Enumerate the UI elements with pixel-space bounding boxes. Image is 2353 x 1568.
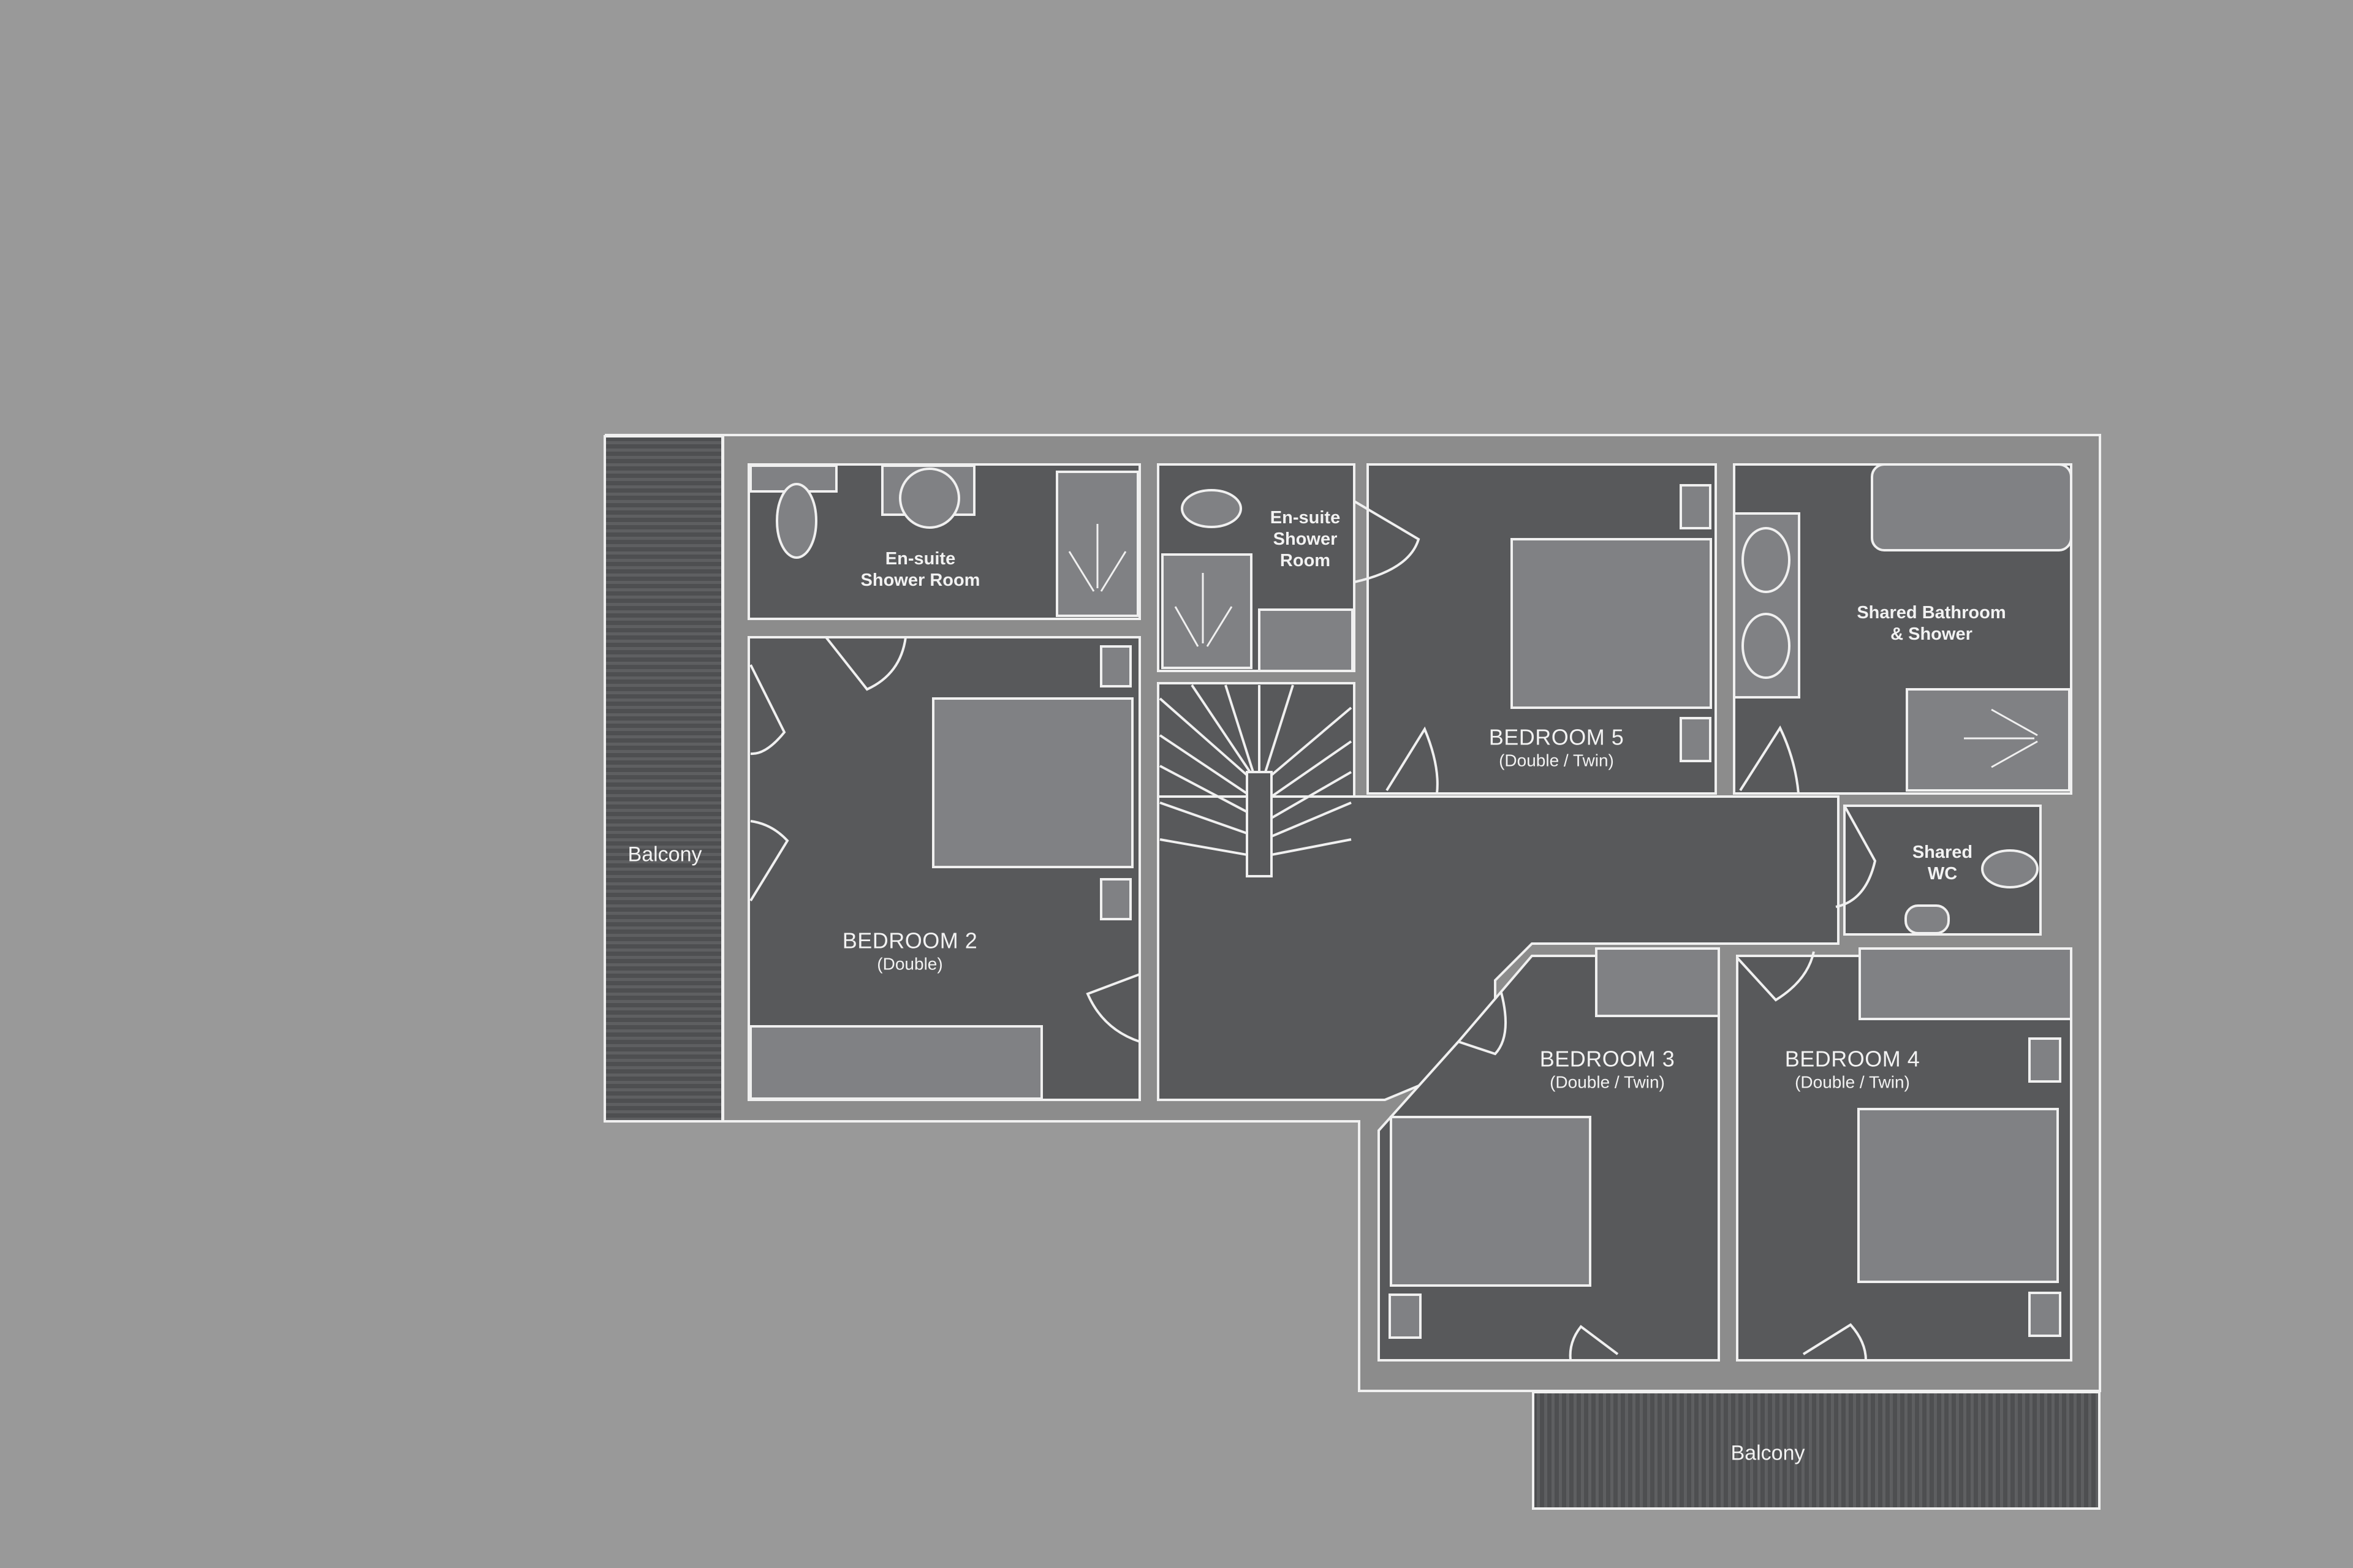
label-line: Shared [1912, 843, 1973, 863]
balcony-west [604, 435, 724, 1123]
balcony-south [1532, 1391, 2101, 1510]
basin-icon [899, 468, 960, 529]
bedside-table [1100, 645, 1132, 687]
wardrobe [1595, 947, 1720, 1017]
room-subtitle: (Double) [877, 954, 943, 974]
bedside-table [1680, 717, 1711, 762]
room-shared-wc [1843, 805, 2042, 936]
bedside-table [2028, 1037, 2061, 1083]
label-line: & Shower [1890, 624, 1972, 644]
toilet-icon [776, 483, 817, 559]
bedside-table [1680, 484, 1711, 529]
room-title: BEDROOM 4 [1784, 1046, 1920, 1072]
label-line: En-suite [885, 549, 956, 569]
room-landing [1157, 795, 1840, 1101]
toilet-icon [1181, 489, 1242, 528]
bedside-table [2028, 1292, 2061, 1337]
basin-icon [1741, 527, 1790, 593]
label-line: Room [1279, 550, 1331, 570]
label-shared-bathroom: Shared Bathroom & Shower [1857, 602, 2006, 645]
room-subtitle: (Double / Twin) [1550, 1072, 1665, 1092]
bed [932, 697, 1134, 868]
room-subtitle: (Double / Twin) [1795, 1072, 1910, 1092]
basin-icon [1904, 904, 1950, 934]
staircase [1159, 684, 1352, 877]
label-ensuite-2: En-suite Shower Room [1270, 507, 1340, 571]
room-title: BEDROOM 2 [842, 928, 978, 953]
bed [1390, 1116, 1591, 1287]
label-ensuite-1: En-suite Shower Room [861, 548, 980, 591]
label-line: En-suite [1270, 507, 1341, 528]
bathtub [1871, 463, 2072, 551]
toilet-icon [1981, 849, 2039, 888]
label-bedroom-5: BEDROOM 5 (Double / Twin) [1489, 724, 1624, 771]
room-ensuite-1 [748, 463, 1141, 620]
shower-head-icons [1068, 524, 2038, 768]
wardrobe [1859, 947, 2072, 1020]
basin-icon [1741, 613, 1790, 679]
label-bedroom-2: BEDROOM 2 (Double) [843, 928, 978, 975]
label-balcony-west: Balcony [627, 843, 702, 866]
bedside-table [1100, 878, 1132, 920]
label-line: Shower [1273, 529, 1338, 549]
label-line: Shower Room [860, 570, 980, 590]
bed [1857, 1108, 2059, 1283]
room-subtitle: (Double / Twin) [1499, 751, 1614, 770]
label-bedroom-4: BEDROOM 4 (Double / Twin) [1785, 1046, 1920, 1093]
label-shared-wc: Shared WC [1912, 842, 1972, 885]
label-balcony-south: Balcony [1730, 1441, 1805, 1465]
shower-tray [1906, 688, 2071, 792]
room-title: BEDROOM 3 [1539, 1046, 1675, 1072]
doors [749, 500, 1877, 1361]
bedside-table [1389, 1293, 1422, 1339]
bed [1510, 538, 1712, 709]
label-line: Shared Bathroom [1857, 603, 2006, 623]
storage-unit [1258, 608, 1354, 672]
label-bedroom-3: BEDROOM 3 (Double / Twin) [1540, 1046, 1675, 1093]
label-line: WC [1927, 864, 1958, 884]
wardrobe [749, 1025, 1043, 1100]
shower-tray [1161, 553, 1252, 669]
room-title: BEDROOM 5 [1488, 724, 1624, 750]
